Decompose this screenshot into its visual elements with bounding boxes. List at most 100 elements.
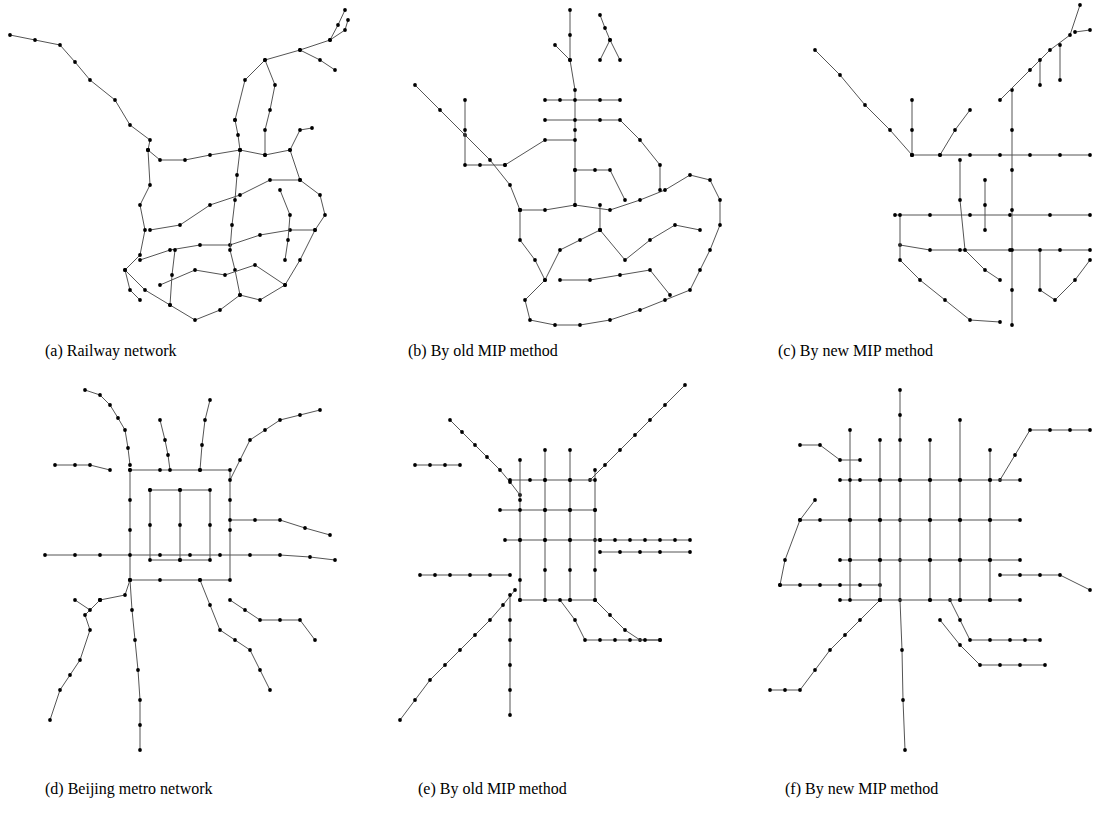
rail-line: [600, 225, 700, 260]
rail-line: [570, 10, 575, 205]
rail-line: [610, 40, 620, 60]
metro-line: [510, 480, 595, 481]
rail-line: [545, 120, 660, 190]
metro-line: [130, 470, 230, 580]
metro-line: [230, 600, 315, 640]
metro-line: [520, 460, 521, 600]
rail-line: [1060, 45, 1061, 80]
metro-line: [560, 600, 660, 640]
metro-line: [850, 430, 851, 600]
metro-line: [200, 580, 270, 690]
metro-line: [900, 390, 905, 750]
metro-line: [930, 440, 931, 600]
metro-line: [55, 465, 110, 470]
rail-line: [280, 190, 290, 260]
rail-line: [265, 60, 275, 155]
figure-caption: (b) By old MIP method: [408, 342, 558, 360]
rail-line: [125, 270, 140, 300]
metro-line: [880, 440, 881, 600]
rail-line: [290, 128, 312, 150]
metro-line: [230, 410, 320, 480]
metro-line: [160, 420, 170, 470]
rail-line: [415, 85, 520, 210]
railway-network: [10, 10, 348, 320]
rail-line: [160, 265, 285, 285]
metro-line: [520, 600, 660, 640]
figure-caption: (d) Beijing metro network: [45, 780, 213, 798]
metro-line: [85, 390, 130, 465]
rail-line: [1075, 30, 1090, 32]
rail-line: [545, 100, 620, 101]
metro-line: [990, 450, 991, 600]
railway-old-mip: [415, 10, 720, 325]
metro-line: [1000, 575, 1090, 590]
metro-line: [130, 580, 140, 750]
rail-line: [940, 110, 970, 155]
rail-line: [330, 20, 348, 40]
metro-line: [545, 450, 546, 600]
metro-line: [800, 520, 1020, 521]
rail-line: [1040, 250, 1090, 300]
metro-line: [505, 540, 600, 541]
metro-line: [1000, 430, 1090, 480]
metro-line: [780, 585, 880, 586]
metro-line: [75, 600, 100, 610]
figure-caption: (c) By new MIP method: [778, 342, 933, 360]
rail-line: [505, 140, 575, 165]
rail-line: [600, 15, 610, 60]
rail-line: [170, 250, 175, 305]
metro-line: [420, 575, 510, 576]
rail-line: [1000, 5, 1080, 100]
metro-line: [940, 620, 1045, 665]
metro-line: [500, 510, 595, 511]
metro-line: [150, 490, 210, 560]
metro-line: [600, 540, 690, 541]
railway-new-mip: [815, 5, 1090, 325]
metro-line: [770, 600, 880, 690]
rail-line: [985, 180, 986, 230]
rail-line: [560, 270, 670, 295]
metro-line: [600, 552, 690, 553]
rail-line: [900, 215, 1000, 322]
rail-line: [235, 120, 240, 150]
metro-line: [780, 500, 815, 585]
metro-line: [45, 555, 335, 560]
metro-line: [180, 490, 181, 560]
metro-line: [230, 520, 330, 535]
rail-line: [912, 100, 913, 155]
rail-line: [575, 170, 625, 200]
rail-line: [465, 100, 505, 165]
metro-line: [960, 420, 961, 600]
rail-line: [600, 205, 601, 230]
rail-line: [125, 150, 325, 320]
rail-line: [1012, 90, 1013, 325]
rail-line: [912, 155, 1090, 156]
rail-line: [520, 175, 720, 325]
metro-line: [400, 590, 515, 720]
metro-line: [415, 465, 460, 466]
rail-line: [815, 50, 912, 155]
figure-caption: (e) By old MIP method: [418, 780, 567, 798]
metro-line: [590, 385, 685, 480]
rail-line: [960, 160, 1000, 280]
metro-network: [45, 390, 335, 750]
figure-caption: (f) By new MIP method: [785, 780, 938, 798]
metro-line: [595, 470, 596, 600]
metro-line: [450, 420, 520, 495]
rail-line: [900, 245, 1090, 250]
metro-line: [570, 450, 571, 600]
rail-line: [300, 50, 335, 70]
rail-line: [555, 45, 570, 60]
rail-line: [545, 230, 600, 280]
rail-line: [235, 10, 345, 120]
rail-line: [895, 215, 1090, 216]
rail-line: [1040, 60, 1041, 85]
rail-line: [150, 180, 300, 230]
metro-line: [50, 600, 100, 720]
figure-caption: (a) Railway network: [45, 342, 177, 360]
metro-line: [800, 445, 860, 460]
metro-line: [510, 595, 511, 715]
rail-line: [10, 35, 150, 150]
metro-line: [950, 600, 1040, 640]
